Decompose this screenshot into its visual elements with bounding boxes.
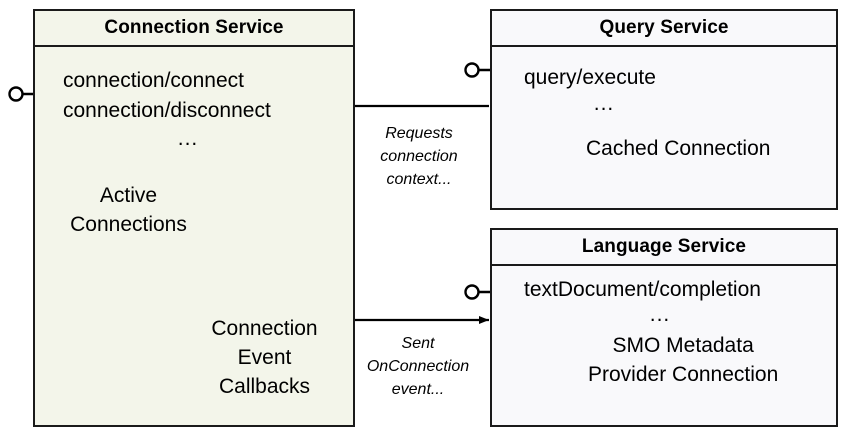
requests-line-3: context... bbox=[386, 171, 452, 188]
language-service-ellipsis: ... bbox=[649, 303, 671, 326]
sent-line-3: event... bbox=[391, 381, 445, 398]
language-service-box[interactable]: Language Service textDocument/completion… bbox=[490, 228, 838, 427]
active-connections-line-2: Connections bbox=[70, 213, 187, 236]
connection-service-ellipsis: ... bbox=[177, 127, 199, 150]
language-service-title: Language Service bbox=[492, 230, 836, 266]
smo-metadata-row: SMO Metadata Provider Connection bbox=[538, 331, 778, 389]
connection-service-title: Connection Service bbox=[35, 11, 353, 47]
smo-line-1: SMO Metadata bbox=[612, 334, 754, 357]
requests-line-2: connection bbox=[380, 148, 458, 165]
active-connections-label: Active Connections bbox=[41, 181, 216, 239]
connection-event-callbacks-label: Connection Event Callbacks bbox=[187, 314, 342, 401]
query-service-title: Query Service bbox=[492, 11, 836, 47]
requests-line-1: Requests bbox=[385, 125, 453, 142]
callbacks-line-2: Event bbox=[237, 346, 292, 369]
operation-connection-connect: connection/connect bbox=[63, 69, 244, 92]
cached-connection-row: Cached Connection bbox=[540, 129, 770, 169]
query-service-ellipsis: ... bbox=[593, 92, 615, 115]
cached-connection-label: Cached Connection bbox=[586, 137, 771, 160]
operation-query-execute: query/execute bbox=[524, 66, 656, 89]
sent-line-1: Sent bbox=[401, 335, 435, 352]
query-service-box[interactable]: Query Service query/execute ... Cached C… bbox=[490, 9, 838, 210]
smo-line-2: Provider Connection bbox=[588, 363, 779, 386]
operation-connection-disconnect: connection/disconnect bbox=[63, 99, 271, 122]
callbacks-line-1: Connection bbox=[211, 317, 318, 340]
active-connections-line-1: Active bbox=[99, 184, 158, 207]
connection-service-operations: connection/connect connection/disconnect… bbox=[63, 66, 329, 152]
connection-service-box[interactable]: Connection Service connection/connect co… bbox=[33, 9, 355, 427]
edge-label-requests-context: Requests connection context... bbox=[355, 122, 483, 191]
smo-metadata-label: SMO Metadata Provider Connection bbox=[588, 331, 778, 389]
callbacks-line-3: Callbacks bbox=[218, 375, 311, 398]
edge-label-sent-onconnection: Sent OnConnection event... bbox=[352, 332, 484, 401]
operation-textdocument-completion: textDocument/completion bbox=[524, 278, 761, 301]
smo-metadata-icon-slot bbox=[538, 337, 574, 383]
cached-connection-icon-slot bbox=[540, 129, 574, 169]
sent-line-2: OnConnection bbox=[366, 358, 470, 375]
